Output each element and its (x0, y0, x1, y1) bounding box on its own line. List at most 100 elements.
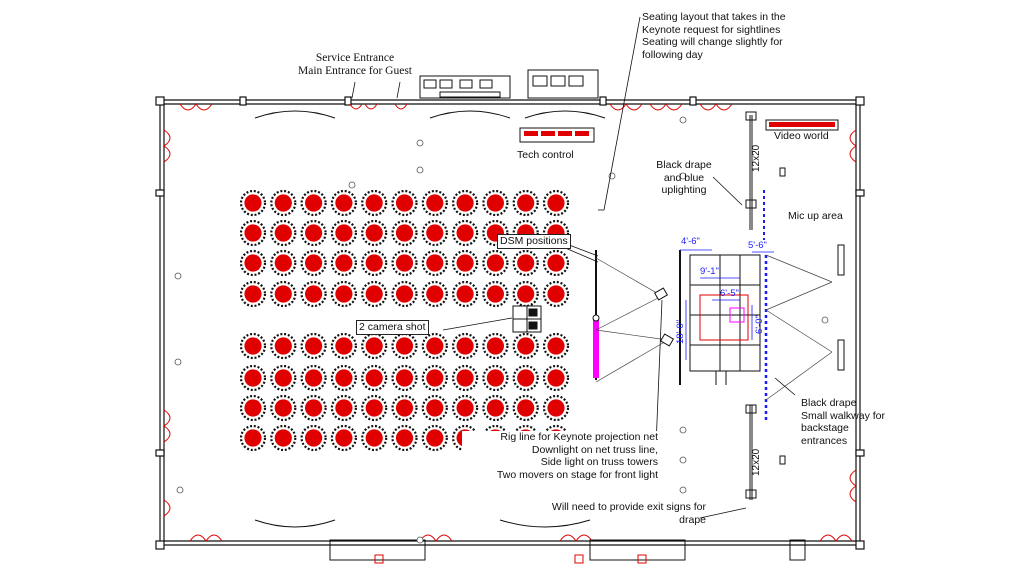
round-table (452, 364, 479, 392)
camera-shot-label: 2 camera shot (356, 320, 429, 335)
dimension-6-5: 6'-5" (720, 288, 739, 299)
round-table (361, 189, 388, 217)
round-table (452, 394, 479, 422)
dimension-6-0: 6'-0" (754, 315, 765, 334)
round-table (300, 249, 327, 277)
round-table (300, 364, 327, 392)
round-table (482, 364, 509, 392)
drape-note-line-1: Black drape (656, 159, 712, 171)
round-table (542, 280, 570, 308)
round-table (239, 249, 267, 277)
tech-control-desk (519, 127, 595, 143)
round-table (391, 424, 418, 452)
round-table (421, 394, 448, 422)
round-table (270, 424, 297, 452)
tech-control-label: Tech control (517, 149, 574, 161)
round-table (239, 394, 267, 422)
round-table (270, 280, 297, 308)
round-table (482, 249, 509, 277)
round-table (330, 364, 357, 392)
round-table (270, 364, 297, 392)
round-table (330, 424, 357, 452)
round-table (391, 332, 418, 360)
door-swings (163, 103, 857, 542)
exit-note-line-1: Will need to provide exit signs for (551, 501, 706, 513)
round-table (421, 189, 448, 217)
dimension-18-0: 18'-0" (675, 319, 686, 344)
rig-note-line-1: Rig line for Keynote projection net (500, 431, 658, 443)
round-table (421, 332, 448, 360)
camera-platform (512, 305, 542, 333)
exit-signs-note: Will need to provide exit signs for drap… (526, 501, 706, 526)
round-table (391, 189, 418, 217)
exit-note-line-2: drape (679, 513, 706, 526)
seating-note-line-3: Seating will change slightly for (642, 36, 783, 48)
drape-note-line-3: uplighting (661, 184, 707, 196)
video-world-label: Video world (774, 130, 829, 142)
round-table (300, 424, 327, 452)
round-table (512, 249, 539, 277)
round-table (482, 189, 509, 217)
round-table (361, 332, 388, 360)
round-table (452, 280, 479, 308)
rig-note-line-3: Side light on truss towers (540, 456, 658, 468)
round-table (270, 332, 297, 360)
round-table (300, 394, 327, 422)
round-table (391, 280, 418, 308)
walkway-note-line-3: backstage (801, 422, 849, 434)
projection-net (592, 250, 600, 380)
seating-note-line-4: following day (642, 48, 703, 61)
round-table (330, 332, 357, 360)
round-table (512, 332, 539, 360)
round-table (421, 219, 448, 247)
mic-up-area-label: Mic up area (788, 210, 843, 222)
round-table (361, 364, 388, 392)
round-table (421, 364, 448, 392)
round-table (330, 394, 357, 422)
round-table (361, 219, 388, 247)
seating-layout-note: Seating layout that takes in the Keynote… (642, 11, 786, 61)
round-table (512, 280, 539, 308)
round-table (270, 189, 297, 217)
round-table (270, 249, 297, 277)
round-table (330, 280, 357, 308)
black-drape (679, 190, 768, 420)
dimension-4-6: 4'-6" (681, 236, 700, 247)
rig-note-line-2: Downlight on net truss line, (531, 443, 658, 456)
dimension-9-1: 9'-1" (700, 266, 719, 277)
rig-note-line-4: Two movers on stage for front light (496, 468, 658, 481)
round-table (421, 249, 448, 277)
round-table (452, 332, 479, 360)
light-beams (595, 254, 833, 401)
round-table (542, 332, 570, 360)
mover-fixtures (653, 287, 675, 347)
round-table (361, 249, 388, 277)
round-table (512, 189, 539, 217)
round-table (452, 249, 479, 277)
round-table (452, 219, 479, 247)
round-table (239, 219, 267, 247)
outer-walls (155, 96, 865, 550)
round-table (270, 394, 297, 422)
dsm-positions-label: DSM positions (497, 234, 571, 249)
round-table (300, 332, 327, 360)
seating-note-line-2: Keynote request for sightlines (642, 23, 781, 36)
service-entrance-label: Service Entrance Main Entrance for Guest (285, 52, 425, 78)
round-table (239, 189, 267, 217)
truss-towers (745, 111, 845, 500)
round-table (512, 394, 539, 422)
exit-markers (374, 554, 647, 564)
round-table (270, 219, 297, 247)
walkway-note-line-4: entrances (801, 434, 848, 447)
drape-note-line-2: and blue (663, 171, 705, 184)
round-table (482, 394, 509, 422)
round-table (391, 219, 418, 247)
round-table (542, 394, 570, 422)
round-table (361, 424, 388, 452)
dimension-5-6: 5'-6" (748, 240, 767, 251)
walkway-note-line-1: Black drape (801, 397, 857, 409)
backstage-walkway-note: Black drape Small walkway for backstage … (801, 397, 885, 447)
round-table (300, 189, 327, 217)
stage (689, 254, 761, 385)
